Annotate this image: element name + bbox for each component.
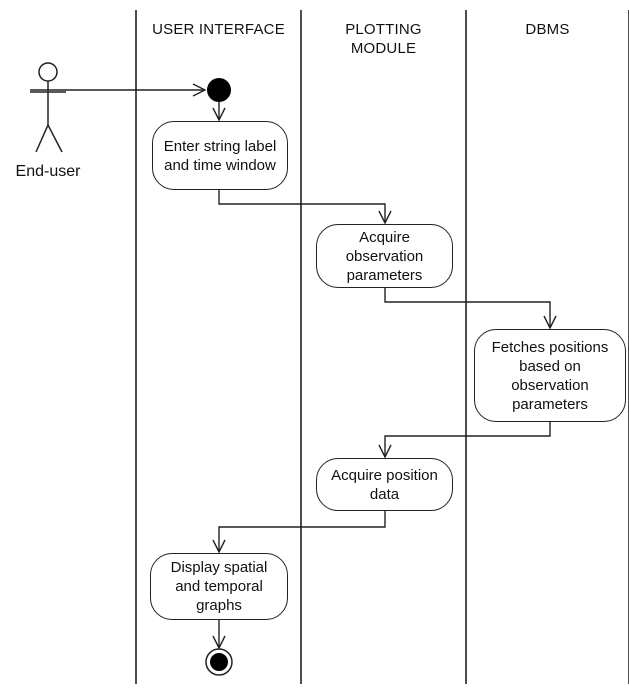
activity-enter-string: Enter string label and time window <box>152 121 288 190</box>
flow-fetch-to-acquire-pos <box>385 422 551 457</box>
actor-leg-right <box>47 124 63 153</box>
flow-acquire-pos-to-display <box>219 511 386 552</box>
activity-acquire-position-data: Acquire position data <box>316 458 453 511</box>
activity-display-graphs: Display spatial and temporal graphs <box>150 553 288 620</box>
actor-figure <box>30 62 66 153</box>
lane-title-user-interface: USER INTERFACE <box>152 21 285 38</box>
control-flows <box>30 90 550 648</box>
initial-node <box>207 78 231 102</box>
lane-title-dbms: DBMS <box>525 21 570 38</box>
lane-title-plotting-module: PLOTTING MODULE <box>345 21 422 57</box>
flow-enter-to-acquire-obs <box>218 190 385 223</box>
activity-acquire-observation-parameters: Acquire observation parameters <box>316 224 453 288</box>
swimlane-borders <box>135 10 629 684</box>
activity-fetch-positions: Fetches positions based on observation p… <box>474 329 626 422</box>
actor-head <box>38 62 58 82</box>
actor-leg-left <box>35 124 49 153</box>
actor-label: End-user <box>15 163 81 180</box>
flow-acquire-obs-to-fetch <box>384 288 550 328</box>
final-node <box>205 648 233 676</box>
